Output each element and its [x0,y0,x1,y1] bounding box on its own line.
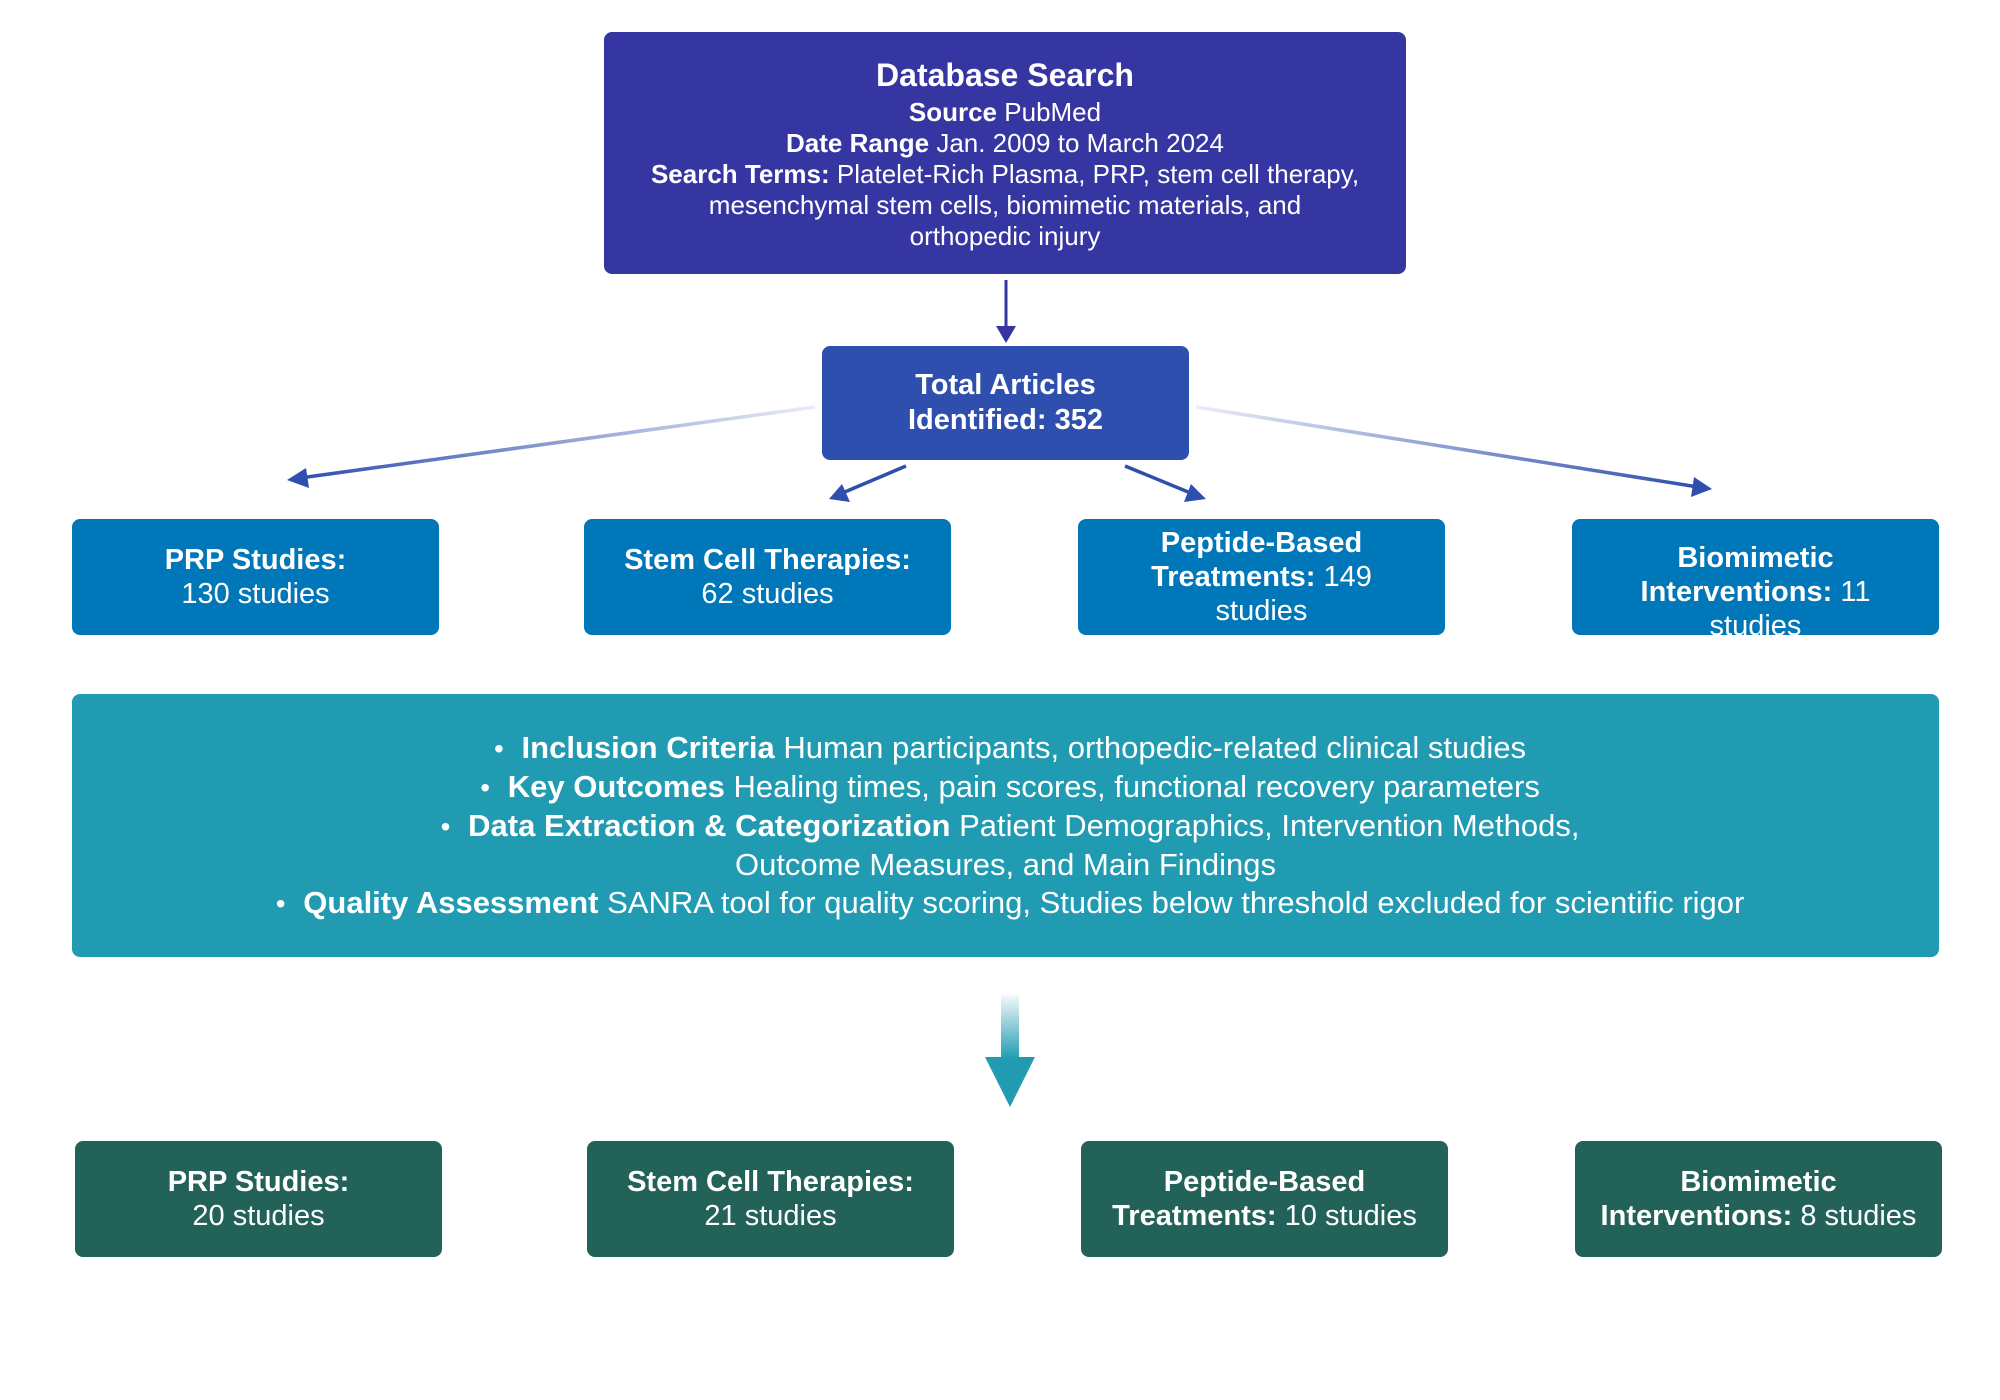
source-line: Source PubMed [909,97,1101,128]
included-biomimetic-label: Interventions: [1600,1200,1793,1232]
included-stem-cell-label: Stem Cell Therapies: [627,1166,914,1198]
criteria-outcomes-label: Key Outcomes [507,768,725,804]
criteria-extraction-label: Data Extraction & Categorization [468,807,951,843]
included-stem-cell-count: 21 studies [704,1200,837,1232]
identified-stem-cell-box: Stem Cell Therapies: 62 studies [584,519,951,635]
criteria-extraction-text: Patient Demographics, Intervention Metho… [959,807,1580,843]
included-peptide-line2: Treatments: 10 studies [1112,1199,1417,1233]
bullet-icon: • [275,887,286,919]
identified-stem-cell-label: Stem Cell Therapies: [624,544,911,576]
identified-prp-box: PRP Studies: 130 studies [72,519,439,635]
bullet-icon: • [480,771,491,803]
date-range-label: Date Range [786,127,930,158]
included-prp-label: PRP Studies: [167,1166,350,1198]
identified-biomimetic-label-line1: Biomimetic [1677,542,1834,574]
bullet-icon: • [494,732,504,764]
included-biomimetic-label-line1: Biomimetic [1680,1166,1837,1198]
criteria-list: • Inclusion Criteria Human participants,… [267,729,1745,923]
criteria-item-inclusion: • Inclusion Criteria Human participants,… [267,729,1745,768]
arrow-total-to-peptide [1124,464,1206,502]
arrow-database-to-total [996,280,1016,343]
included-peptide-label: Treatments: [1112,1200,1277,1232]
arrow-criteria-to-included [985,995,1035,1107]
included-prp-count: 20 studies [192,1200,325,1232]
included-biomimetic-line2: Interventions: 8 studies [1601,1199,1917,1233]
arrow-total-to-stem-cell [829,464,907,502]
search-terms-line: Search Terms: Platelet-Rich Plasma, PRP,… [651,159,1359,190]
bullet-icon: • [440,810,451,842]
included-peptide-count: 10 studies [1284,1200,1417,1232]
criteria-quality-text: SANRA tool for quality scoring, Studies … [607,884,1745,920]
identified-biomimetic-line2: Interventions: 11 studies [1600,575,1911,635]
identified-biomimetic-box: Biomimetic Interventions: 11 studies [1572,519,1939,635]
total-articles-line1: Total Articles [915,369,1096,401]
database-search-title: Database Search [876,56,1134,93]
included-biomimetic-box: Biomimetic Interventions: 8 studies [1575,1141,1942,1257]
identified-biomimetic-count: 11 studies [1709,576,1871,635]
total-articles-box: Total Articles Identified: 352 [822,346,1189,460]
criteria-box: • Inclusion Criteria Human participants,… [72,694,1939,957]
search-terms-value-2: mesenchymal stem cells, biomimetic mater… [708,189,1302,220]
criteria-extraction-text-line2: Outcome Measures, and Main Findings [734,846,1277,882]
criteria-outcomes-text: Healing times, pain scores, functional r… [733,768,1540,804]
identified-stem-cell-count: 62 studies [701,578,834,610]
identified-peptide-box: Peptide-Based Treatments: 149 studies [1078,519,1445,635]
criteria-inclusion-text: Human participants, orthopedic-related c… [783,729,1527,765]
criteria-item-outcomes: • Key Outcomes Healing times, pain score… [267,768,1745,807]
included-biomimetic-count: 8 studies [1800,1200,1917,1232]
identified-peptide-label-line1: Peptide-Based [1160,527,1363,559]
criteria-item-extraction: • Data Extraction & Categorization Patie… [267,807,1745,884]
included-prp-box: PRP Studies: 20 studies [75,1141,442,1257]
included-stem-cell-box: Stem Cell Therapies: 21 studies [587,1141,954,1257]
identified-peptide-line2: Treatments: 149 studies [1106,560,1417,628]
date-range-value: Jan. 2009 to March 2024 [936,127,1224,158]
arrow-total-to-biomimetic [1195,405,1712,497]
identified-prp-label: PRP Studies: [164,544,347,576]
included-peptide-box: Peptide-Based Treatments: 10 studies [1081,1141,1448,1257]
source-label: Source [908,96,998,127]
included-peptide-label-line1: Peptide-Based [1163,1166,1366,1198]
source-value: PubMed [1004,96,1102,127]
total-articles-line2: Identified: 352 [908,404,1103,436]
search-terms-value-1: Platelet-Rich Plasma, PRP, stem cell the… [836,158,1360,189]
date-range-line: Date Range Jan. 2009 to March 2024 [786,128,1224,159]
search-terms-label: Search Terms: [650,158,830,189]
identified-peptide-count: 149 studies [1215,561,1372,627]
criteria-quality-label: Quality Assessment [303,884,599,920]
search-terms-value-3: orthopedic injury [909,220,1101,251]
criteria-inclusion-label: Inclusion Criteria [521,729,775,765]
identified-biomimetic-label: Interventions: [1640,576,1833,608]
identified-peptide-label: Treatments: [1151,561,1316,593]
identified-prp-count: 130 studies [181,578,330,610]
criteria-item-quality: • Quality Assessment SANRA tool for qual… [267,884,1745,923]
database-search-box: Database Search Source PubMed Date Range… [604,32,1406,274]
arrow-total-to-prp [287,405,816,488]
